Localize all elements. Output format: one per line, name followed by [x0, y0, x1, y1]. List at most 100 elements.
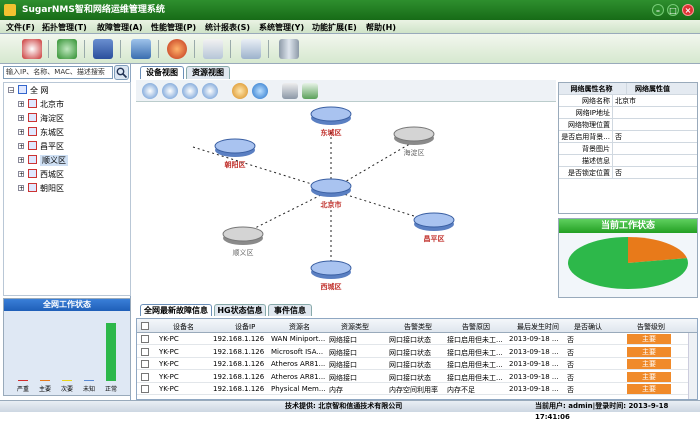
- property-row[interactable]: 网络物理位置: [559, 119, 697, 131]
- column-header[interactable]: 告警原因: [462, 323, 490, 331]
- row-checkbox[interactable]: [141, 335, 149, 343]
- table-cell: 2013-09-18 ...: [509, 385, 559, 393]
- property-row[interactable]: 描述信息: [559, 155, 697, 167]
- menu-system[interactable]: 系统管理(Y): [259, 23, 305, 32]
- menu-fault[interactable]: 故障管理(A): [97, 23, 143, 32]
- column-header[interactable]: 告警级别: [637, 323, 665, 331]
- tree-item-xicheng[interactable]: 西城区: [40, 170, 64, 179]
- column-header[interactable]: 设备IP: [235, 323, 256, 331]
- bar-未知: [84, 380, 94, 381]
- alarm-icon[interactable]: [167, 39, 187, 59]
- tree-item-beijing[interactable]: 北京市: [40, 100, 64, 109]
- menu-topology[interactable]: 拓扑管理(T): [42, 23, 87, 32]
- tree-root[interactable]: 全 网: [30, 86, 49, 95]
- table-cell: 2013-09-18 ...: [509, 360, 559, 368]
- print-icon[interactable]: [282, 83, 298, 99]
- menu-performance[interactable]: 性能管理(P): [151, 23, 197, 32]
- expand-icon[interactable]: +: [18, 143, 25, 150]
- tab-device-view[interactable]: 设备视图: [140, 66, 184, 79]
- topology-node-haidian[interactable]: 海淀区: [389, 124, 439, 158]
- tab-resource-view[interactable]: 资源视图: [186, 66, 230, 79]
- topology-node-dongcheng[interactable]: 东城区: [306, 104, 356, 138]
- property-row[interactable]: 是否启用背景...否: [559, 131, 697, 143]
- tree-item-shunyi[interactable]: 顺义区: [40, 155, 68, 166]
- vertical-scrollbar[interactable]: [688, 333, 697, 399]
- alarm-level-badge: 主要: [627, 371, 671, 382]
- zoom-reset-icon[interactable]: [202, 83, 218, 99]
- tree-item-chaoyang[interactable]: 朝阳区: [40, 184, 64, 193]
- zoom-in-icon[interactable]: [142, 83, 158, 99]
- property-row[interactable]: 背景图片: [559, 143, 697, 155]
- menu-file[interactable]: 文件(F): [6, 23, 35, 32]
- tab-latest-alarms[interactable]: 全网最新故障信息: [140, 304, 212, 316]
- column-header[interactable]: 资源名: [289, 323, 310, 331]
- zoom-out-icon[interactable]: [162, 83, 178, 99]
- property-row[interactable]: 网络名称北京市: [559, 95, 697, 107]
- minimize-icon[interactable]: –: [652, 4, 664, 16]
- tree-item-dongcheng[interactable]: 东城区: [40, 128, 64, 137]
- search-icon[interactable]: [114, 65, 129, 80]
- row-checkbox[interactable]: [141, 372, 149, 381]
- home-icon[interactable]: [22, 39, 42, 59]
- refresh-icon[interactable]: [57, 39, 77, 59]
- tree-item-changping[interactable]: 昌平区: [40, 142, 64, 151]
- property-value: 北京市: [615, 97, 636, 105]
- report-icon[interactable]: [203, 39, 223, 59]
- property-row[interactable]: 是否锁定位置否: [559, 167, 697, 179]
- menu-extension[interactable]: 功能扩展(E): [312, 23, 357, 32]
- save-icon[interactable]: [93, 39, 113, 59]
- expand-icon[interactable]: +: [18, 115, 25, 122]
- tab-hg-status[interactable]: HG状态信息: [214, 304, 266, 316]
- property-row[interactable]: 网络IP地址: [559, 107, 697, 119]
- network-node-icon: [28, 169, 37, 178]
- column-header[interactable]: 设备名: [173, 323, 194, 331]
- router-cluster-icon: [222, 226, 264, 245]
- expand-icon[interactable]: +: [18, 185, 25, 192]
- monitor-icon[interactable]: [131, 39, 151, 59]
- menu-help[interactable]: 帮助(H): [366, 23, 397, 32]
- zoom-fit-icon[interactable]: [182, 83, 198, 99]
- topology-node-changping[interactable]: 昌平区: [409, 210, 459, 244]
- topology-node-shunyi[interactable]: 顺义区: [218, 224, 268, 258]
- topology-node-chaoyang[interactable]: 朝阳区: [210, 136, 260, 170]
- row-checkbox[interactable]: [141, 360, 149, 368]
- info-icon[interactable]: [252, 83, 268, 99]
- overall-status-chart: 严重主要次要未知正常: [17, 323, 117, 393]
- alarm-level-badge: 主要: [627, 384, 671, 394]
- expand-icon[interactable]: −: [8, 87, 15, 94]
- node-label: 海淀区: [403, 149, 425, 157]
- back-icon[interactable]: [232, 83, 248, 99]
- search-input[interactable]: 输入IP、名称、MAC、描述搜索: [3, 66, 113, 79]
- topology-node-beijing[interactable]: 北京市: [306, 176, 356, 210]
- menu-reports[interactable]: 统计报表(S): [205, 23, 251, 32]
- tree-item-haidian[interactable]: 海淀区: [40, 114, 64, 123]
- export-image-icon[interactable]: [302, 83, 318, 99]
- column-header[interactable]: 告警类型: [404, 323, 432, 331]
- close-icon[interactable]: ×: [682, 4, 694, 16]
- expand-icon[interactable]: +: [18, 171, 25, 178]
- row-checkbox[interactable]: [141, 347, 149, 356]
- row-checkbox[interactable]: [141, 385, 149, 393]
- column-header[interactable]: 是否确认: [574, 323, 602, 331]
- server-icon[interactable]: [279, 39, 299, 59]
- menu-bar: 文件(F) 拓扑管理(T) 故障管理(A) 性能管理(P) 统计报表(S) 系统…: [0, 20, 700, 34]
- topology-node-xicheng[interactable]: 西城区: [306, 258, 356, 292]
- expand-icon[interactable]: +: [18, 129, 25, 136]
- topology-links: [192, 132, 434, 262]
- router-cluster-icon: [393, 126, 435, 145]
- column-header[interactable]: 最后发生时间: [517, 323, 559, 331]
- select-all-checkbox[interactable]: [141, 322, 149, 330]
- expand-icon[interactable]: +: [18, 101, 25, 108]
- bar-label: 严重: [17, 385, 29, 393]
- maximize-icon[interactable]: □: [667, 4, 679, 16]
- chart-icon[interactable]: [241, 39, 261, 59]
- tab-events[interactable]: 事件信息: [268, 304, 312, 316]
- expand-icon[interactable]: +: [18, 157, 25, 164]
- column-header[interactable]: 资源类型: [341, 323, 369, 331]
- toolbar-separator: [158, 40, 159, 58]
